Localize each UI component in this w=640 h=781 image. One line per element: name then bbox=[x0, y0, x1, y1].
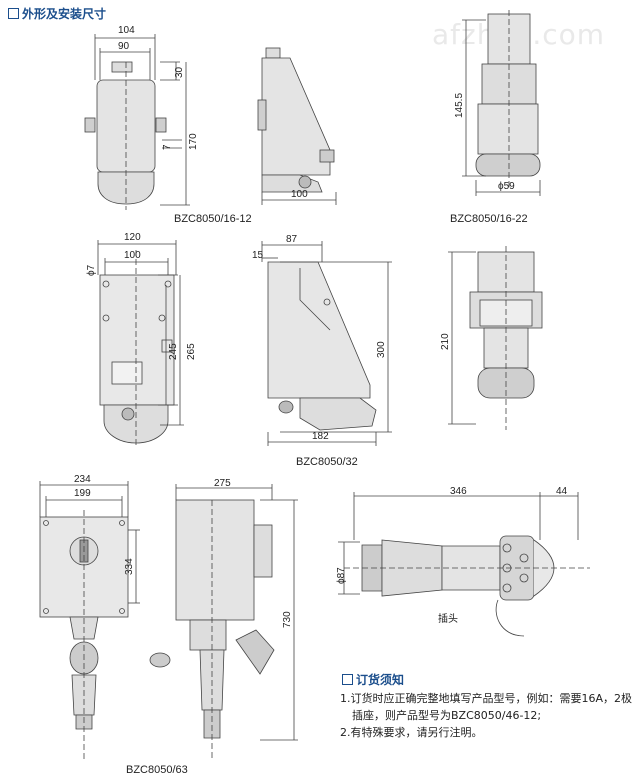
dim-label: 145.5 bbox=[454, 93, 465, 118]
dim-label: 245 bbox=[168, 343, 179, 360]
dimension-labels: 104 90 30 7 170 100 145.5 ϕ59 120 100 ϕ7… bbox=[74, 25, 568, 628]
checkbox-square-icon bbox=[342, 674, 353, 685]
order-note-1-cont: 插座，则产品型号为BZC8050/46-12; bbox=[352, 709, 542, 722]
dim-label: ϕ59 bbox=[498, 181, 515, 192]
dim-label: 87 bbox=[286, 234, 298, 245]
dim-label: 199 bbox=[74, 488, 91, 499]
drawing-bzc32-front bbox=[97, 240, 184, 445]
order-notes-title: 订货须知 bbox=[342, 671, 404, 688]
dim-label: 30 bbox=[174, 66, 185, 78]
dim-label: 100 bbox=[291, 189, 308, 200]
dim-label: 730 bbox=[282, 611, 293, 628]
caption-bzc32: BZC8050/32 bbox=[296, 456, 358, 468]
drawing-bzc32-plug bbox=[448, 246, 543, 430]
section-title: 外形及安装尺寸 bbox=[8, 5, 106, 22]
drawing-bzc16-22-plug bbox=[462, 10, 541, 196]
dim-label: ϕ87 bbox=[336, 567, 347, 584]
dim-label: 334 bbox=[124, 558, 135, 575]
dim-label: 7 bbox=[162, 144, 173, 150]
dim-label: 100 bbox=[124, 250, 141, 261]
caption-plug: 插头 bbox=[438, 614, 458, 625]
caption-bzc63: BZC8050/63 bbox=[126, 764, 188, 776]
drawing-bzc63-front bbox=[39, 481, 140, 760]
caption-bzc16-12: BZC8050/16-12 bbox=[174, 213, 252, 225]
dim-label: 265 bbox=[186, 343, 197, 360]
dim-label: 44 bbox=[556, 486, 568, 497]
drawing-bzc16-12-side bbox=[257, 47, 337, 205]
drawing-plug-horizontal bbox=[338, 492, 590, 637]
caption-bzc16-22: BZC8050/16-22 bbox=[450, 213, 528, 225]
dim-label: 15 bbox=[252, 250, 264, 261]
dim-label: 120 bbox=[124, 232, 141, 243]
dim-label: 210 bbox=[440, 333, 451, 350]
dim-label: 90 bbox=[118, 41, 130, 52]
order-notes: 1.订货时应正确完整地填写产品型号，例如：需要16A，2极 插座，则产品型号为B… bbox=[340, 690, 636, 741]
checkbox-square-icon bbox=[8, 8, 19, 19]
dim-label: 300 bbox=[376, 341, 387, 358]
drawing-bzc16-12-front bbox=[84, 34, 190, 210]
dim-label: 346 bbox=[450, 486, 467, 497]
drawing-bzc63-side bbox=[149, 484, 298, 760]
drawing-bzc32-side bbox=[261, 241, 392, 446]
order-note-2: 2.有特殊要求，请另行注明。 bbox=[340, 726, 483, 739]
dim-label: ϕ7 bbox=[86, 264, 97, 276]
dim-label: 104 bbox=[118, 25, 135, 36]
order-note-1: 1.订货时应正确完整地填写产品型号，例如：需要16A，2极 bbox=[340, 692, 633, 705]
dim-label: 234 bbox=[74, 474, 91, 485]
dim-label: 182 bbox=[312, 431, 329, 442]
dim-label: 170 bbox=[188, 133, 199, 150]
dim-label: 275 bbox=[214, 478, 231, 489]
